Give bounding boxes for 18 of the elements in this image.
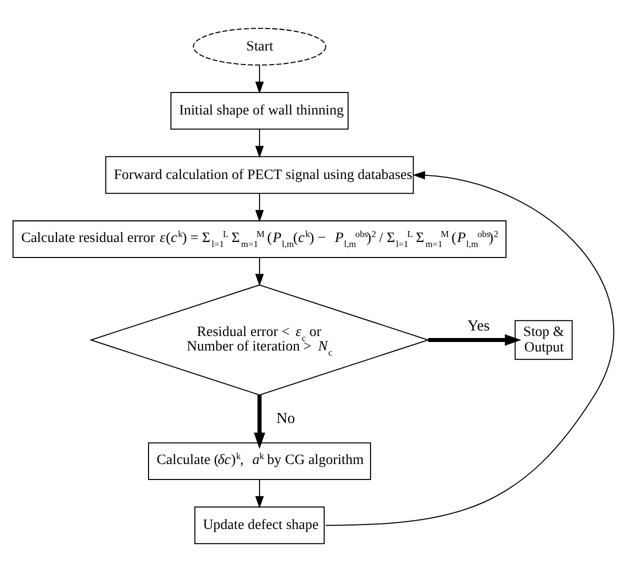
arrow — [253, 395, 265, 449]
node-box: Update defect shape — [194, 506, 324, 544]
node-ellipse: Start — [192, 28, 326, 66]
node-diamond: Residual error < ε$_{c}$ or Number of iteration > N$_{c}$ — [88, 284, 430, 396]
arrow — [254, 258, 264, 286]
arrow — [254, 130, 264, 158]
arrow — [254, 194, 264, 222]
arrow — [254, 65, 264, 94]
arrow — [428, 334, 521, 346]
arrow — [254, 480, 264, 508]
node-box: Forward calculation of PECT signal using databases — [104, 156, 414, 194]
node-box: Initial shape of wall thinning — [170, 92, 348, 130]
node-box: Stop & Output — [514, 320, 572, 360]
arrow — [325, 170, 614, 526]
edge-label: No — [276, 410, 295, 427]
node-box: Calculate (δc)$^{k}$, a$^{k}$ by CG algorithm — [148, 442, 371, 480]
edge-label: Yes — [467, 317, 490, 334]
node-box: Calculate residual error ε(c$^{k}$) = Σ$_{l=1}$$^{L}$ Σ$_{m=1}$$^{M}$ (P$_{l,m}$(c$^{k}$) − P$_{l,m}$$^{obs}$)$^{2}$ / Σ$_{l=1}$$^{L}$ Σ$_{m=1}$$^{M}$ (P$_{l,m}$$^{obs}$)$^{2}$ — [12, 220, 506, 258]
